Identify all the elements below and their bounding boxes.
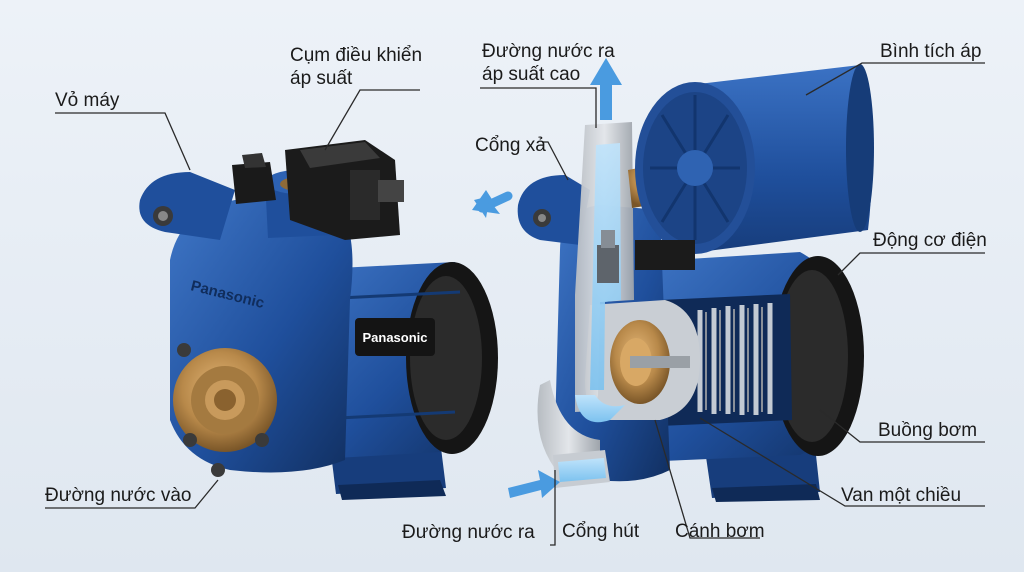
label-duong-nuoc-ra-ap-cao: Đường nước ra áp suất cao: [482, 40, 615, 86]
left-brand-plate-text: Panasonic: [362, 330, 427, 345]
arrow-outlet-up: [590, 58, 622, 120]
label-binh-tich-ap: Bình tích áp: [880, 41, 982, 62]
label-cum-dieu-khien-line1: Cụm điều khiển: [290, 45, 423, 66]
label-duong-nuoc-ra-ap-cao-line2: áp suất cao: [482, 64, 581, 85]
label-cum-dieu-khien-line2: áp suất: [290, 68, 353, 89]
leader-lines: [45, 62, 985, 546]
right-pump: [517, 64, 874, 502]
flow-arrows: [472, 58, 622, 498]
arrow-inlet: [508, 470, 560, 498]
label-vo-may: Vỏ máy: [55, 90, 120, 111]
label-cong-xa: Cổng xả: [475, 135, 546, 156]
left-housing-flange: [139, 172, 235, 240]
label-duong-nuoc-ra: Đường nước ra: [402, 522, 535, 543]
label-van-mot-chieu: Van một chiều: [841, 485, 962, 506]
left-pump: Panasonic Panasonic: [139, 140, 498, 500]
check-valve: [597, 245, 619, 283]
label-canh-bom: Cánh bơm: [675, 521, 765, 542]
label-dong-co-dien: Động cơ điện: [873, 230, 987, 251]
label-duong-nuoc-ra-ap-cao-line1: Đường nước ra: [482, 41, 615, 62]
label-duong-nuoc-vao: Đường nước vào: [45, 485, 192, 506]
label-buong-bom: Buồng bơm: [878, 420, 978, 441]
label-cong-hut: Cổng hút: [562, 521, 640, 542]
label-cum-dieu-khien: Cụm điều khiển áp suất: [290, 44, 422, 90]
pressure-tank: [635, 64, 874, 254]
left-brand-plate: [355, 318, 435, 356]
suction-port: [537, 380, 600, 475]
